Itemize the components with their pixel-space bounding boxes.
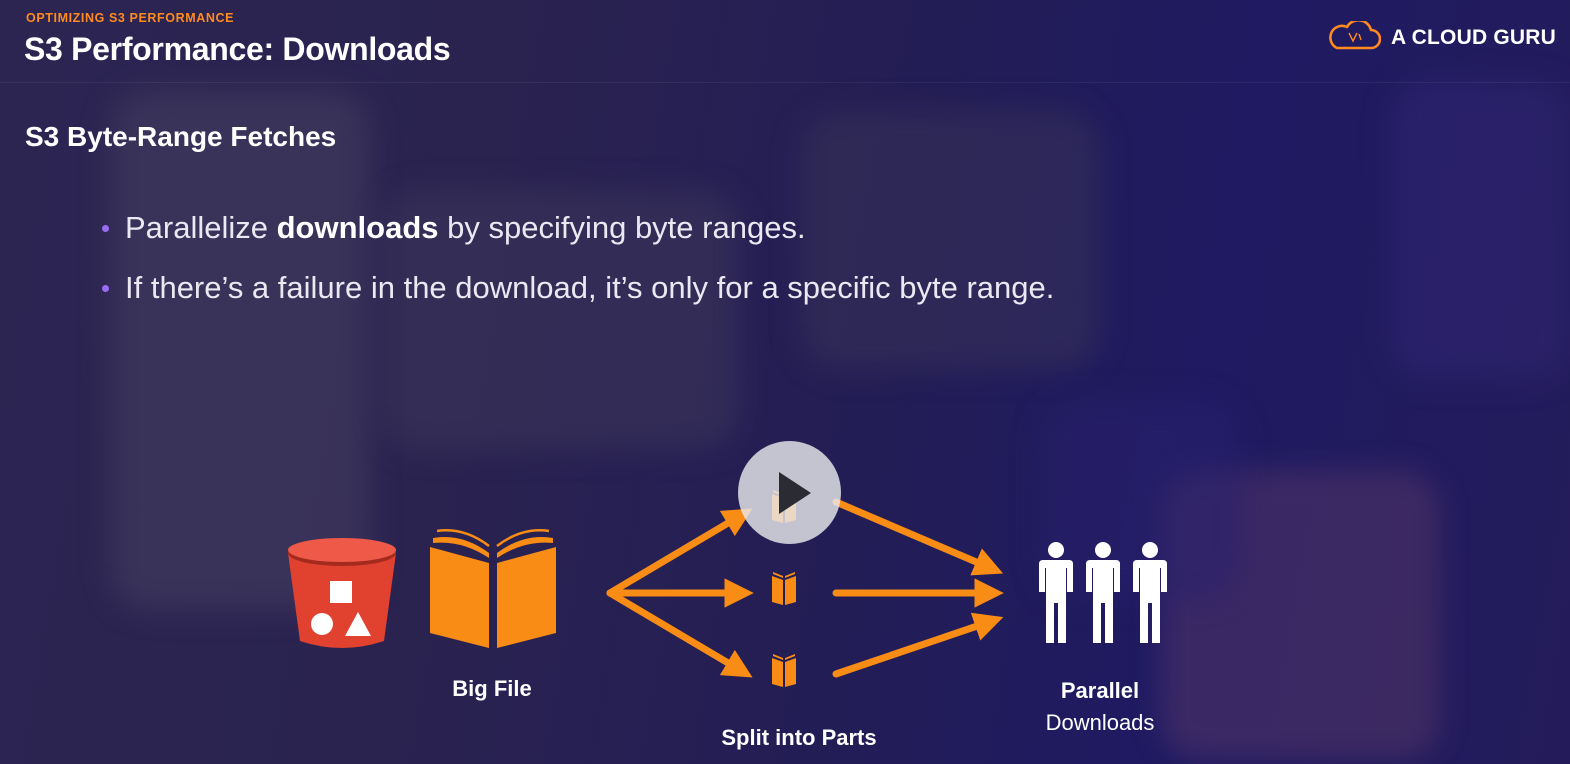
brand-name: A CLOUD GURU — [1391, 26, 1556, 49]
slide-title: S3 Performance: Downloads — [24, 31, 451, 67]
bullet-text: Parallelize downloads by specifying byte… — [125, 210, 806, 245]
play-icon — [779, 472, 811, 514]
big-file-label: Big File — [452, 676, 532, 701]
part-book-icon — [772, 654, 796, 687]
download-arrows — [832, 498, 1004, 678]
person-icon — [1039, 542, 1073, 643]
bullet-emphasis: downloads — [276, 210, 439, 245]
split-arrows — [606, 508, 754, 678]
book-icon — [430, 529, 556, 648]
slide-subtitle: S3 Byte-Range Fetches — [25, 121, 337, 152]
downloads-label: Downloads — [1045, 710, 1155, 735]
brand-logo: A CLOUD GURU — [1325, 18, 1556, 58]
bullet-dot — [102, 224, 109, 232]
s3-bucket-icon — [288, 538, 396, 648]
person-icon — [1133, 542, 1167, 643]
cloud-logo-icon — [1325, 18, 1382, 56]
bullet-dot — [102, 284, 109, 292]
bullet-list: Parallelize downloads by specifying byte… — [102, 210, 1054, 330]
person-icon — [1086, 542, 1120, 643]
bullet-item: Parallelize downloads by specifying byte… — [102, 210, 1054, 246]
part-book-icon — [772, 572, 796, 605]
split-parts-label: Split into Parts — [721, 725, 877, 750]
bullet-item: If there’s a failure in the download, it… — [102, 270, 1054, 306]
bullet-text: If there’s a failure in the download, it… — [125, 270, 1055, 305]
section-eyebrow: OPTIMIZING S3 PERFORMANCE — [26, 11, 235, 25]
header-divider — [0, 82, 1570, 83]
play-button[interactable] — [738, 441, 841, 544]
parallel-label: Parallel — [1060, 678, 1140, 703]
